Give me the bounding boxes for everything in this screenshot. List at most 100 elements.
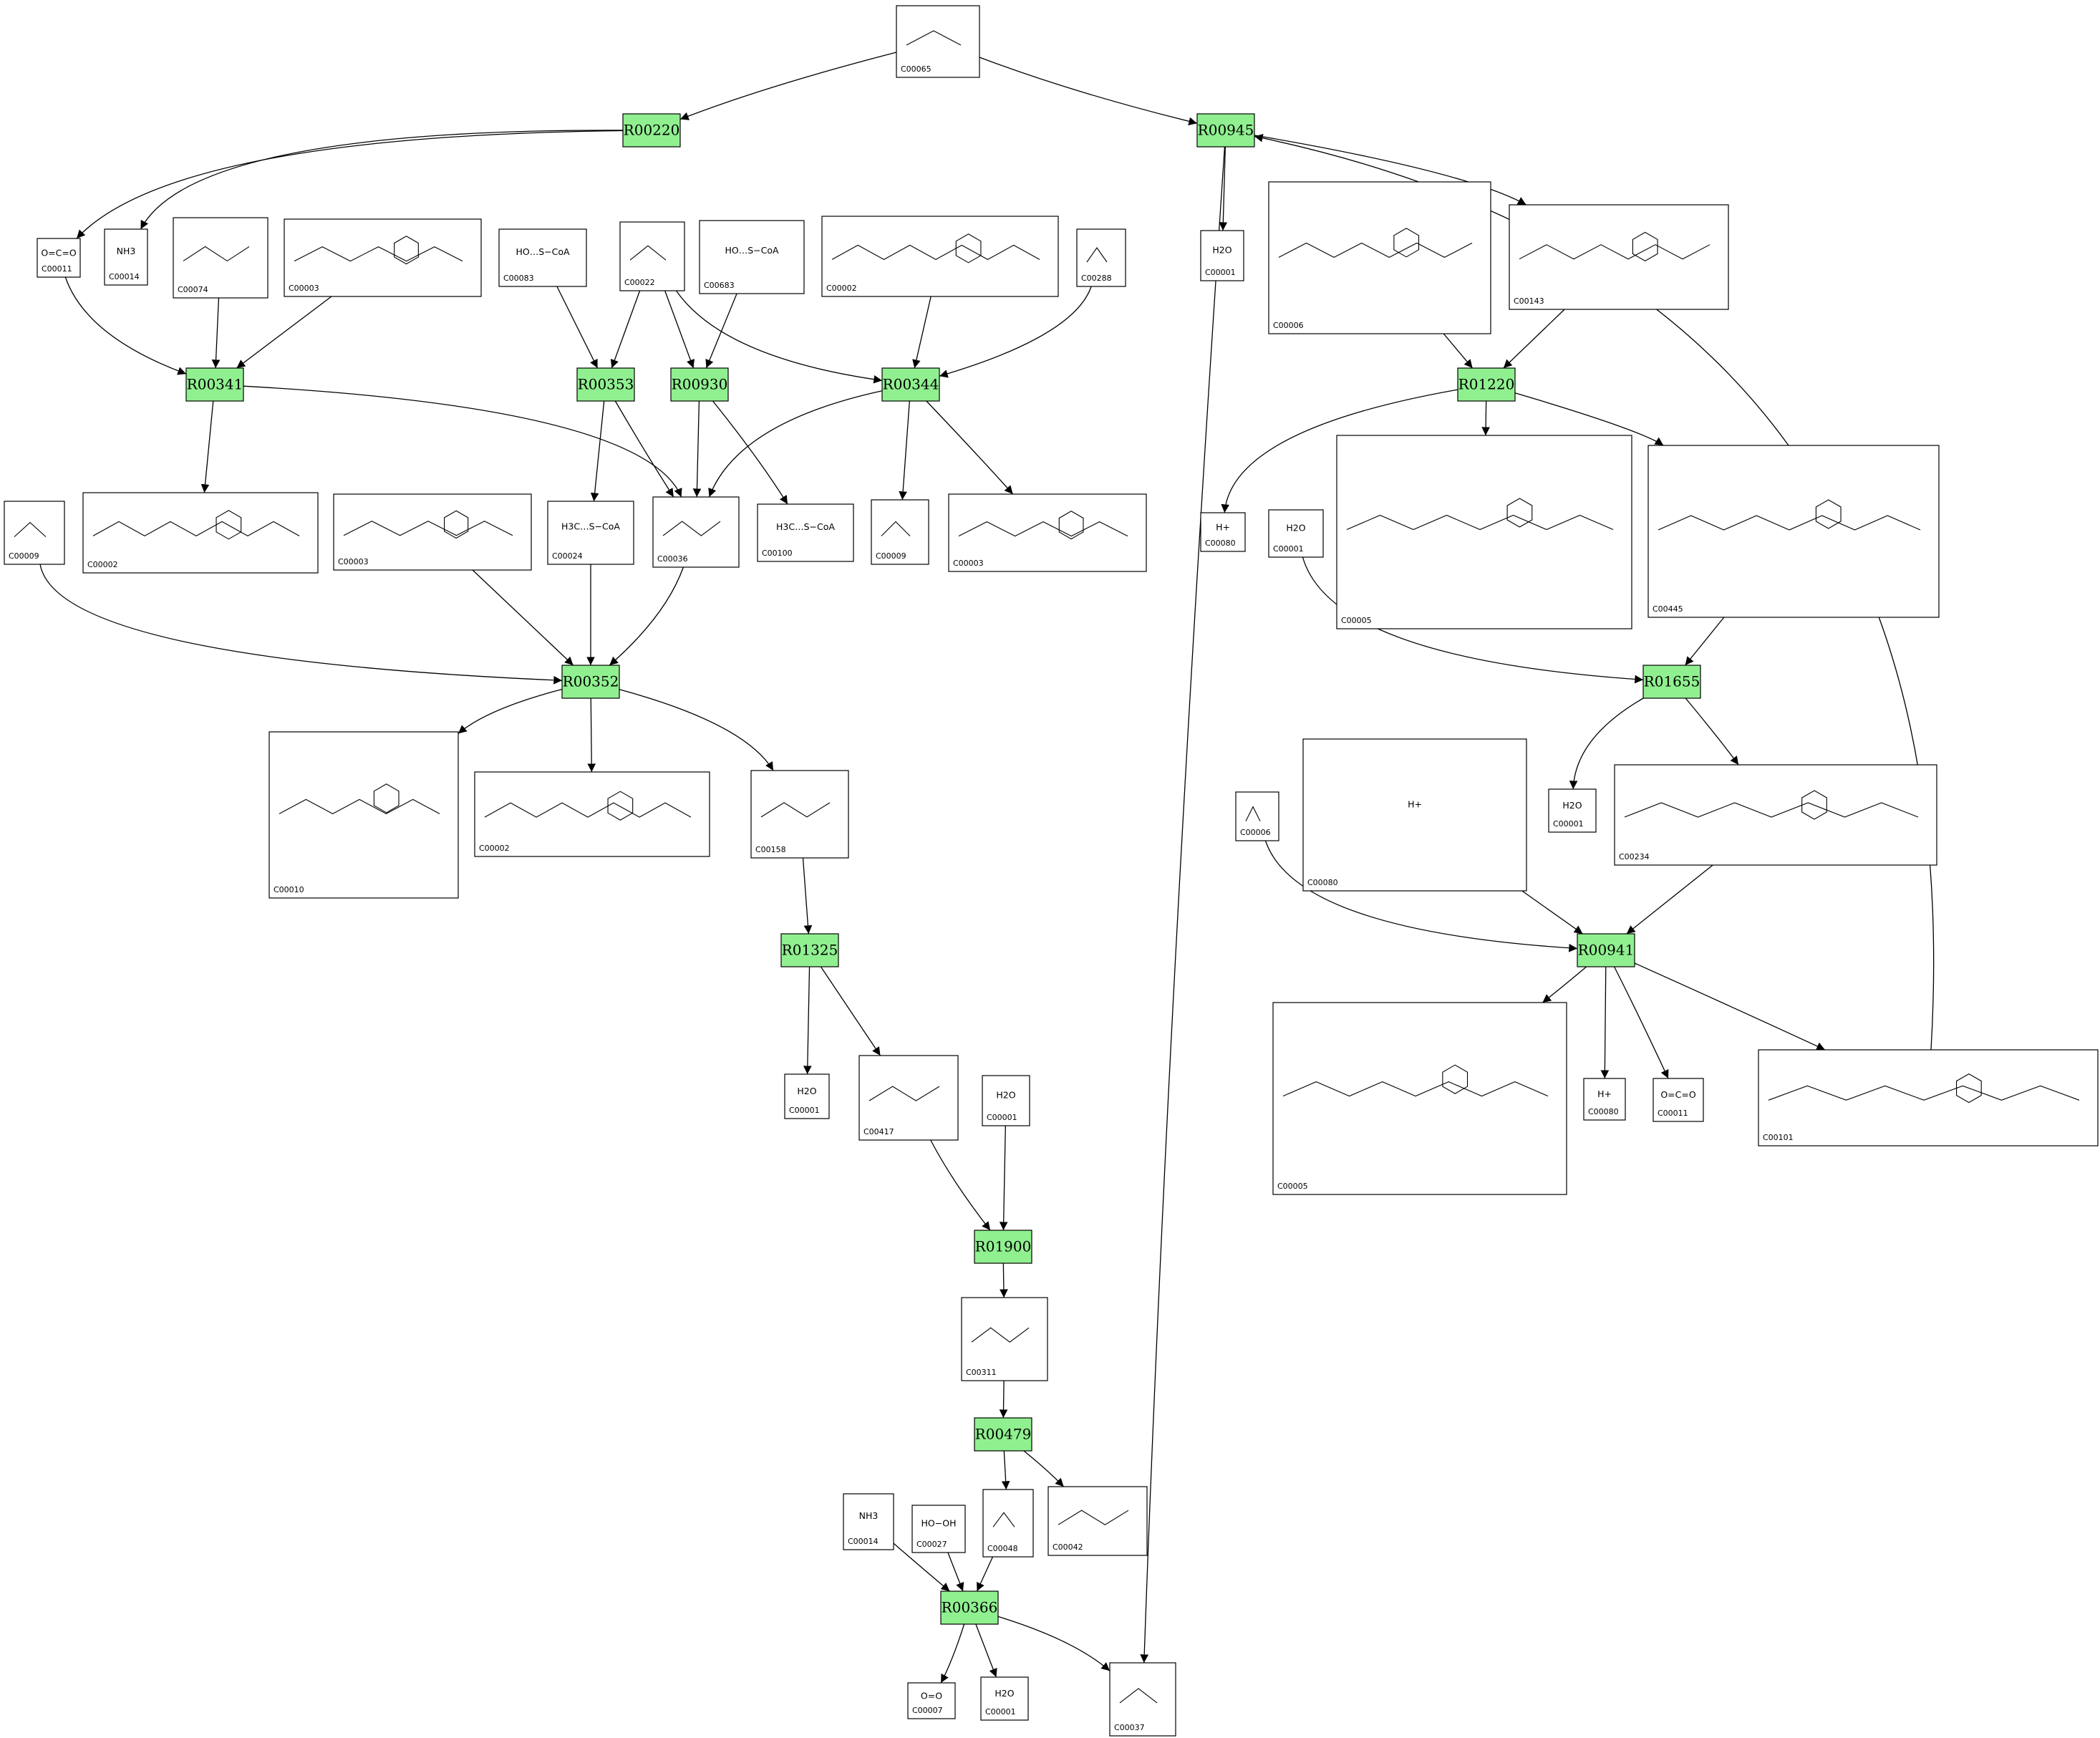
reaction-node[interactable]: R00941 <box>1577 933 1635 967</box>
reaction-node[interactable]: R00353 <box>576 367 635 402</box>
reaction-box <box>622 113 681 148</box>
compound-formula: H+ <box>1597 1088 1612 1099</box>
structure-icon <box>1245 806 1261 821</box>
compound-node[interactable]: C00445 <box>1647 445 1940 618</box>
structure-icon <box>1058 1510 1129 1525</box>
compound-node[interactable]: C00065 <box>896 5 980 78</box>
compound-node[interactable]: C00009 <box>4 501 65 565</box>
compound-node[interactable]: C00003 <box>284 218 482 297</box>
compound-node[interactable]: C00048 <box>982 1489 1034 1558</box>
structure-icon <box>1278 228 1473 259</box>
reaction-id: R01655 <box>1644 673 1700 690</box>
compound-node[interactable]: C00003 <box>948 493 1147 572</box>
reaction-node[interactable]: R01655 <box>1642 665 1701 699</box>
reaction-node[interactable]: R00344 <box>881 367 940 402</box>
compound-node[interactable]: C00037 <box>1109 1662 1176 1737</box>
compound-id: C00009 <box>9 551 39 561</box>
compound-node[interactable]: C00022 <box>619 221 685 291</box>
compound-box <box>1268 509 1324 558</box>
reaction-node[interactable]: R00220 <box>622 113 681 148</box>
structure-icon <box>92 510 300 540</box>
compound-node[interactable]: H+ C00080 <box>1583 1078 1626 1121</box>
compound-node[interactable]: O=C=O C00011 <box>1653 1078 1704 1122</box>
reaction-edge <box>675 290 883 384</box>
compound-id: C00022 <box>624 278 655 287</box>
compound-id: C00011 <box>42 264 72 274</box>
reaction-edge <box>940 1623 965 1684</box>
compound-node[interactable]: C00006 <box>1268 181 1491 334</box>
reaction-node[interactable]: R00479 <box>974 1417 1032 1452</box>
compound-id: C00288 <box>1081 274 1112 283</box>
reaction-box <box>940 1590 999 1625</box>
compound-id: C00002 <box>87 560 118 569</box>
compound-node[interactable]: C00234 <box>1614 764 1937 866</box>
compound-node[interactable]: C00074 <box>173 217 268 299</box>
compound-node[interactable]: C00417 <box>858 1055 959 1141</box>
compound-formula: O=C=O <box>1660 1089 1696 1100</box>
compound-node[interactable]: C00101 <box>1758 1049 2099 1146</box>
compound-node[interactable]: C00288 <box>1076 228 1126 287</box>
reaction-id: R00352 <box>563 673 619 690</box>
compound-node[interactable]: C00002 <box>82 492 319 574</box>
compound-node[interactable]: C00005 <box>1336 435 1632 629</box>
compound-node[interactable]: C00002 <box>821 216 1059 297</box>
reaction-edge <box>211 297 221 369</box>
compound-node[interactable]: H3C…S−CoA C00100 <box>757 503 854 562</box>
reaction-edge <box>999 1125 1008 1231</box>
compound-id: C00003 <box>289 284 319 293</box>
compound-node[interactable]: C00006 <box>1235 791 1279 841</box>
compound-node[interactable]: C00003 <box>333 493 532 571</box>
compound-formula: H2O <box>996 1090 1015 1101</box>
compound-node[interactable]: C00311 <box>961 1297 1048 1381</box>
compound-id: C00100 <box>762 549 793 558</box>
compound-node[interactable]: C00036 <box>652 496 740 568</box>
reaction-node[interactable]: R00352 <box>561 665 620 699</box>
compound-box <box>980 1676 1029 1721</box>
reaction-edge <box>1219 146 1228 231</box>
compound-id: C00011 <box>1658 1109 1688 1118</box>
reaction-node[interactable]: R00945 <box>1196 113 1255 148</box>
reaction-edge <box>1600 966 1610 1079</box>
compound-id: C00005 <box>1277 1182 1308 1191</box>
compound-node[interactable]: C00143 <box>1509 204 1729 310</box>
compound-node[interactable]: H+C00080 <box>1302 738 1527 892</box>
compound-node[interactable]: C00009 <box>871 499 929 565</box>
reaction-box <box>881 367 940 402</box>
compound-node[interactable]: C00158 <box>750 770 849 859</box>
compound-formula: HO…S−CoA <box>725 245 779 256</box>
reaction-node[interactable]: R01220 <box>1457 367 1516 402</box>
reaction-box <box>974 1230 1032 1264</box>
compound-node[interactable]: C00010 <box>268 731 459 899</box>
reaction-node[interactable]: R00341 <box>185 367 244 402</box>
compound-box <box>173 217 268 299</box>
compound-node[interactable]: C00042 <box>1047 1486 1148 1556</box>
compound-box <box>1647 445 1940 618</box>
reaction-node[interactable]: R01325 <box>780 933 839 967</box>
structure-icon <box>1658 499 1921 531</box>
reaction-node[interactable]: R00366 <box>940 1590 999 1625</box>
compound-id: C00001 <box>1205 268 1236 277</box>
reaction-node[interactable]: R00930 <box>670 367 729 402</box>
structure-icon <box>831 233 1040 264</box>
compound-node[interactable]: C00002 <box>474 771 710 857</box>
compound-id: C00080 <box>1588 1107 1619 1116</box>
reaction-node[interactable]: R01900 <box>974 1230 1032 1264</box>
compound-node[interactable]: H+C00080 <box>1200 512 1246 552</box>
compound-formula: H3C…S−CoA <box>776 521 835 532</box>
compound-node[interactable]: C00005 <box>1272 1002 1567 1195</box>
